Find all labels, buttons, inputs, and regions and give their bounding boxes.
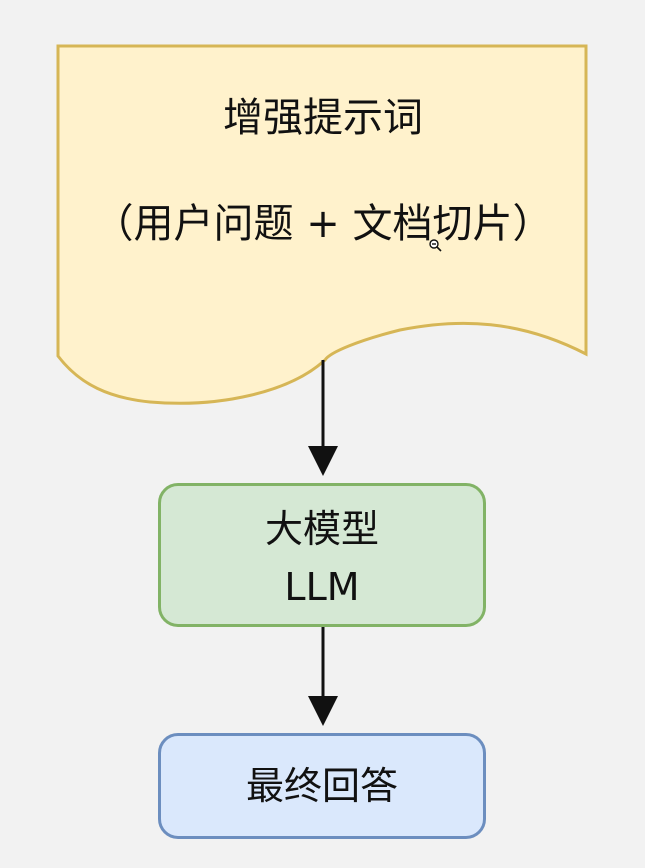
document-node-subtitle: （用户问题 + 文档切片） xyxy=(93,201,553,247)
document-node-shape xyxy=(56,44,588,405)
llm-node-title: 大模型 xyxy=(264,507,379,551)
zoom-out-icon xyxy=(428,238,444,258)
document-node-title: 增强提示词 xyxy=(223,95,423,141)
llm-node xyxy=(158,483,486,627)
llm-node-subtitle: LLM xyxy=(284,565,360,609)
answer-node xyxy=(158,733,486,839)
answer-node-label: 最终回答 xyxy=(245,764,398,808)
